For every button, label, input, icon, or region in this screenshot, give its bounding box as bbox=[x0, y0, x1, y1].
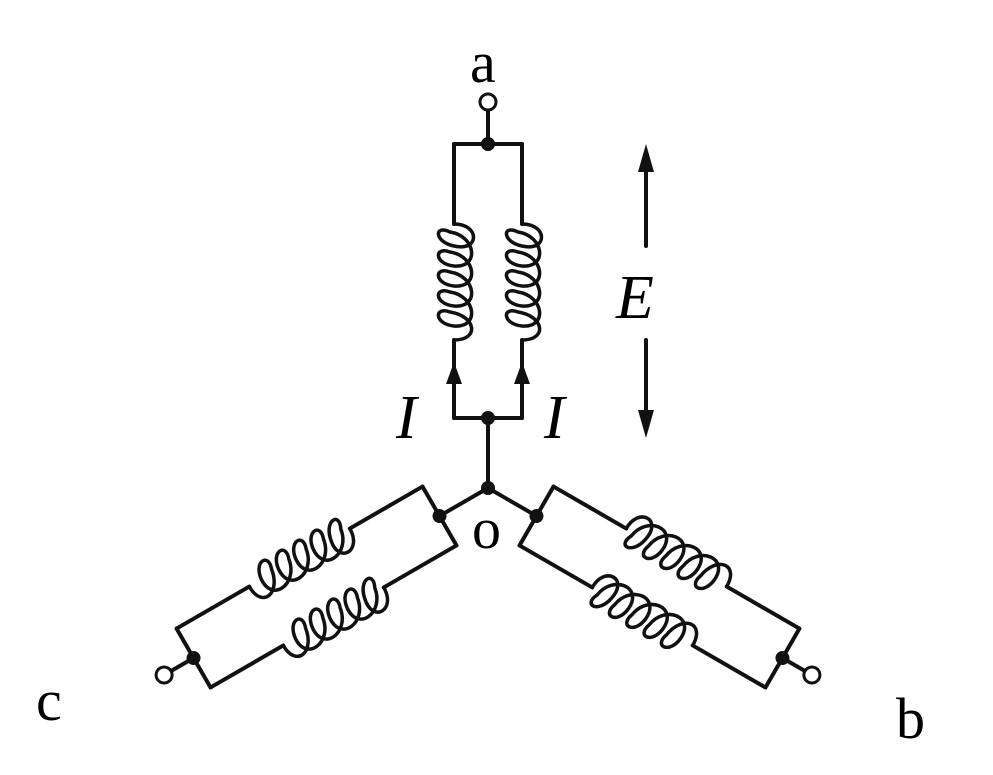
current-arrow-right bbox=[514, 362, 530, 402]
terminal-b-label: b bbox=[896, 686, 925, 751]
current-arrow-left bbox=[446, 362, 462, 402]
terminal-c-label: c bbox=[36, 668, 62, 733]
voltage-arrow bbox=[638, 144, 654, 438]
terminal-a-label: a bbox=[470, 30, 496, 95]
current-label-left: I bbox=[395, 384, 420, 452]
current-label-right: I bbox=[543, 384, 568, 452]
voltage-label: E bbox=[615, 264, 654, 332]
phase-b-branch bbox=[486, 484, 822, 690]
phase-c-branch bbox=[154, 484, 490, 690]
terminal-a bbox=[478, 92, 498, 112]
phase-a-branch bbox=[438, 106, 541, 472]
neutral-label: o bbox=[472, 496, 501, 561]
